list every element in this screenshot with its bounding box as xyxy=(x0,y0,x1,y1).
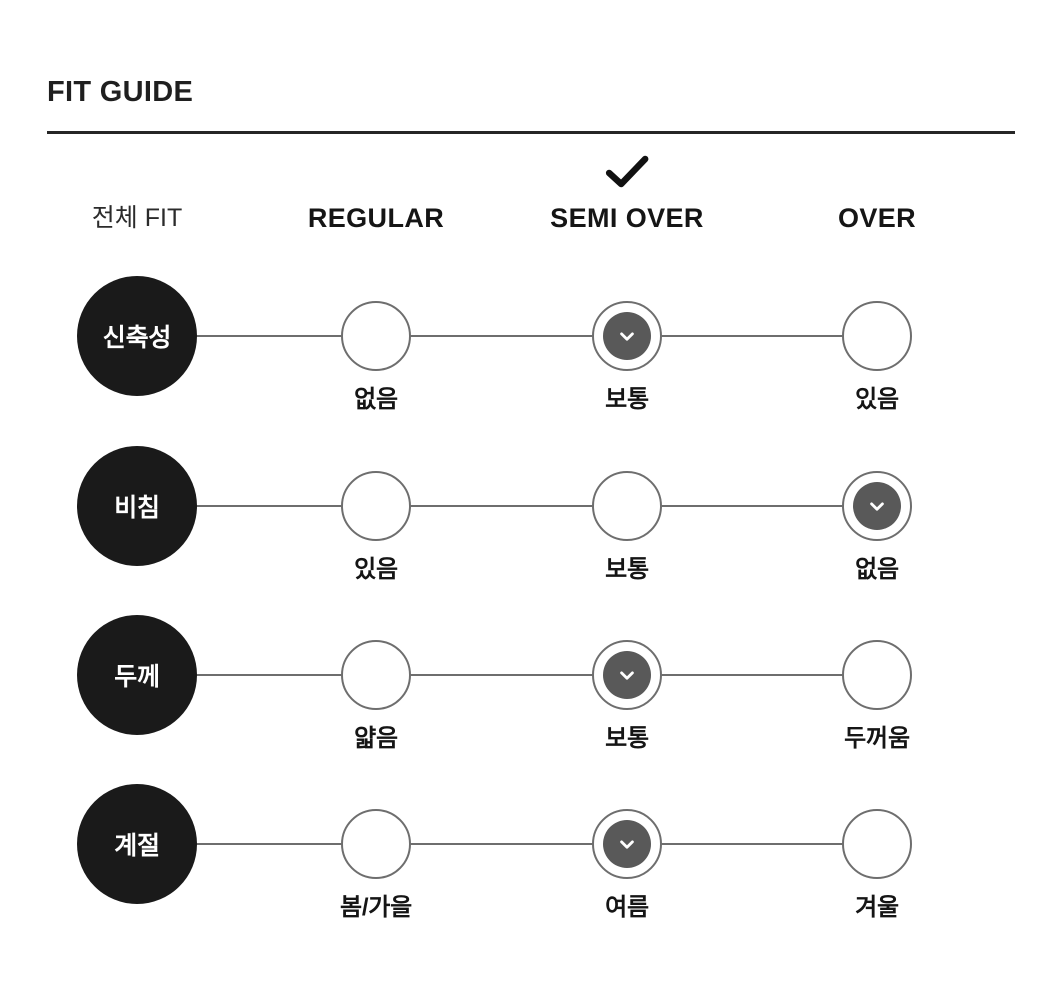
option-node[interactable] xyxy=(842,640,912,710)
option-node[interactable] xyxy=(842,809,912,879)
option-label: 봄/가을 xyxy=(339,894,413,921)
option-label: 얇음 xyxy=(354,725,398,752)
column-header-label: REGULAR xyxy=(307,203,445,233)
category-label: 계절 xyxy=(114,832,160,860)
page-title: FIT GUIDE xyxy=(47,76,194,108)
option-label: 없음 xyxy=(855,556,899,583)
column-header-label: SEMI OVER xyxy=(550,203,704,233)
category-label: 신축성 xyxy=(102,324,172,352)
row-connector-line xyxy=(137,335,877,337)
column-header-regular[interactable]: REGULAR xyxy=(308,196,444,240)
option-node[interactable] xyxy=(341,471,411,541)
option-node[interactable] xyxy=(592,471,662,541)
option-node-selected[interactable] xyxy=(592,640,662,710)
check-circle-icon xyxy=(853,482,901,530)
category-label: 두께 xyxy=(114,663,160,691)
option-label: 보통 xyxy=(605,556,649,583)
row-connector-line xyxy=(137,843,877,845)
option-label: 보통 xyxy=(605,386,649,413)
option-label: 보통 xyxy=(605,725,649,752)
check-circle-icon xyxy=(603,312,651,360)
category-bubble: 계절 xyxy=(77,784,197,904)
option-label: 없음 xyxy=(354,386,398,413)
category-bubble: 비침 xyxy=(77,446,197,566)
option-node-selected[interactable] xyxy=(592,301,662,371)
option-label: 여름 xyxy=(605,894,649,921)
option-node[interactable] xyxy=(341,301,411,371)
category-bubble: 두께 xyxy=(77,615,197,735)
row-connector-line xyxy=(137,674,877,676)
option-node-selected[interactable] xyxy=(592,809,662,879)
option-node[interactable] xyxy=(842,301,912,371)
check-circle-icon xyxy=(603,820,651,868)
option-label: 있음 xyxy=(855,386,899,413)
option-node-selected[interactable] xyxy=(842,471,912,541)
axis-label: 전체 FIT xyxy=(91,204,183,232)
title-divider xyxy=(47,131,1015,134)
option-node[interactable] xyxy=(341,640,411,710)
column-header-label: OVER xyxy=(837,203,917,233)
category-bubble: 신축성 xyxy=(77,276,197,396)
row-connector-line xyxy=(137,505,877,507)
option-label: 겨울 xyxy=(855,894,899,921)
option-node[interactable] xyxy=(341,809,411,879)
option-label: 두꺼움 xyxy=(844,725,910,752)
check-circle-icon xyxy=(603,651,651,699)
option-label: 있음 xyxy=(354,556,398,583)
column-header-over[interactable]: OVER xyxy=(838,196,916,240)
category-label: 비침 xyxy=(114,494,160,522)
